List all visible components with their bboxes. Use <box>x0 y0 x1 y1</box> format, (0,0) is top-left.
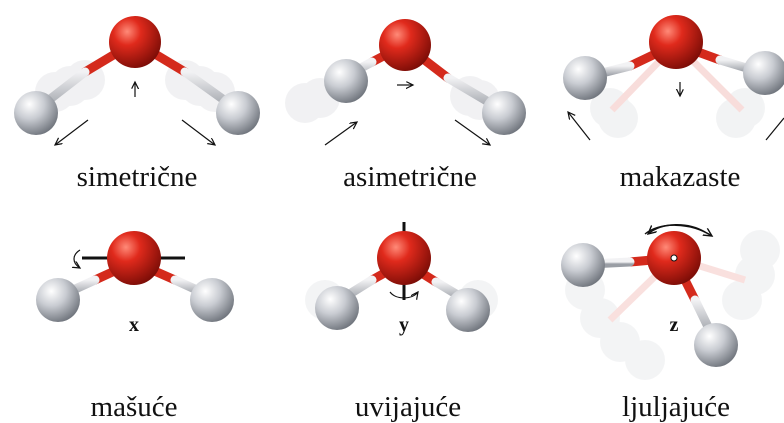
mode-label-twisting: uvijajuće <box>354 391 462 423</box>
mode-label-symmetric: simetrične <box>76 161 198 193</box>
hydrogen-atom <box>14 91 58 135</box>
motion-arrow <box>568 112 591 141</box>
rocking-molecule <box>561 224 780 380</box>
scissoring-molecule <box>563 15 784 141</box>
axis-label-y: y <box>399 314 409 336</box>
motion-arrow <box>55 119 89 145</box>
symmetric-stretch-molecule <box>14 16 260 145</box>
mode-label-rocking: ljuljajuće <box>622 391 730 423</box>
asymmetric-stretch-molecule <box>285 19 526 145</box>
motion-arrow <box>181 119 215 145</box>
mode-label-asymmetric: asimetrične <box>343 161 477 193</box>
motion-arrow <box>324 122 357 146</box>
oxygen-atom <box>109 16 161 68</box>
oxygen-atom <box>649 15 703 69</box>
hydrogen-atom <box>563 56 607 100</box>
rotation-arrow <box>648 224 706 234</box>
motion-arrow <box>765 117 784 141</box>
oxygen-atom <box>379 19 431 71</box>
mode-label-wagging: mašuće <box>90 391 178 423</box>
motion-arrow <box>454 119 490 145</box>
hydrogen-atom <box>315 286 359 330</box>
rotation-arrow <box>389 292 418 298</box>
hydrogen-atom <box>36 278 80 322</box>
rotation-center-dot <box>670 254 678 262</box>
wagging-molecule <box>36 231 234 322</box>
hydrogen-atom <box>561 243 605 287</box>
axis-label-x: x <box>129 314 139 336</box>
rotation-arrow <box>74 249 80 268</box>
hydrogen-atom <box>446 288 490 332</box>
hydrogen-atom <box>324 59 368 103</box>
mode-label-scissoring: makazaste <box>619 161 741 193</box>
hydrogen-atom <box>216 91 260 135</box>
oxygen-atom <box>107 231 161 285</box>
hydrogen-atom <box>743 51 784 95</box>
axis-label-z: z <box>669 314 679 336</box>
hydrogen-atom <box>190 278 234 322</box>
twisting-molecule <box>305 222 498 332</box>
hydrogen-atom <box>694 323 738 367</box>
oxygen-atom <box>377 231 431 285</box>
hydrogen-atom <box>482 91 526 135</box>
